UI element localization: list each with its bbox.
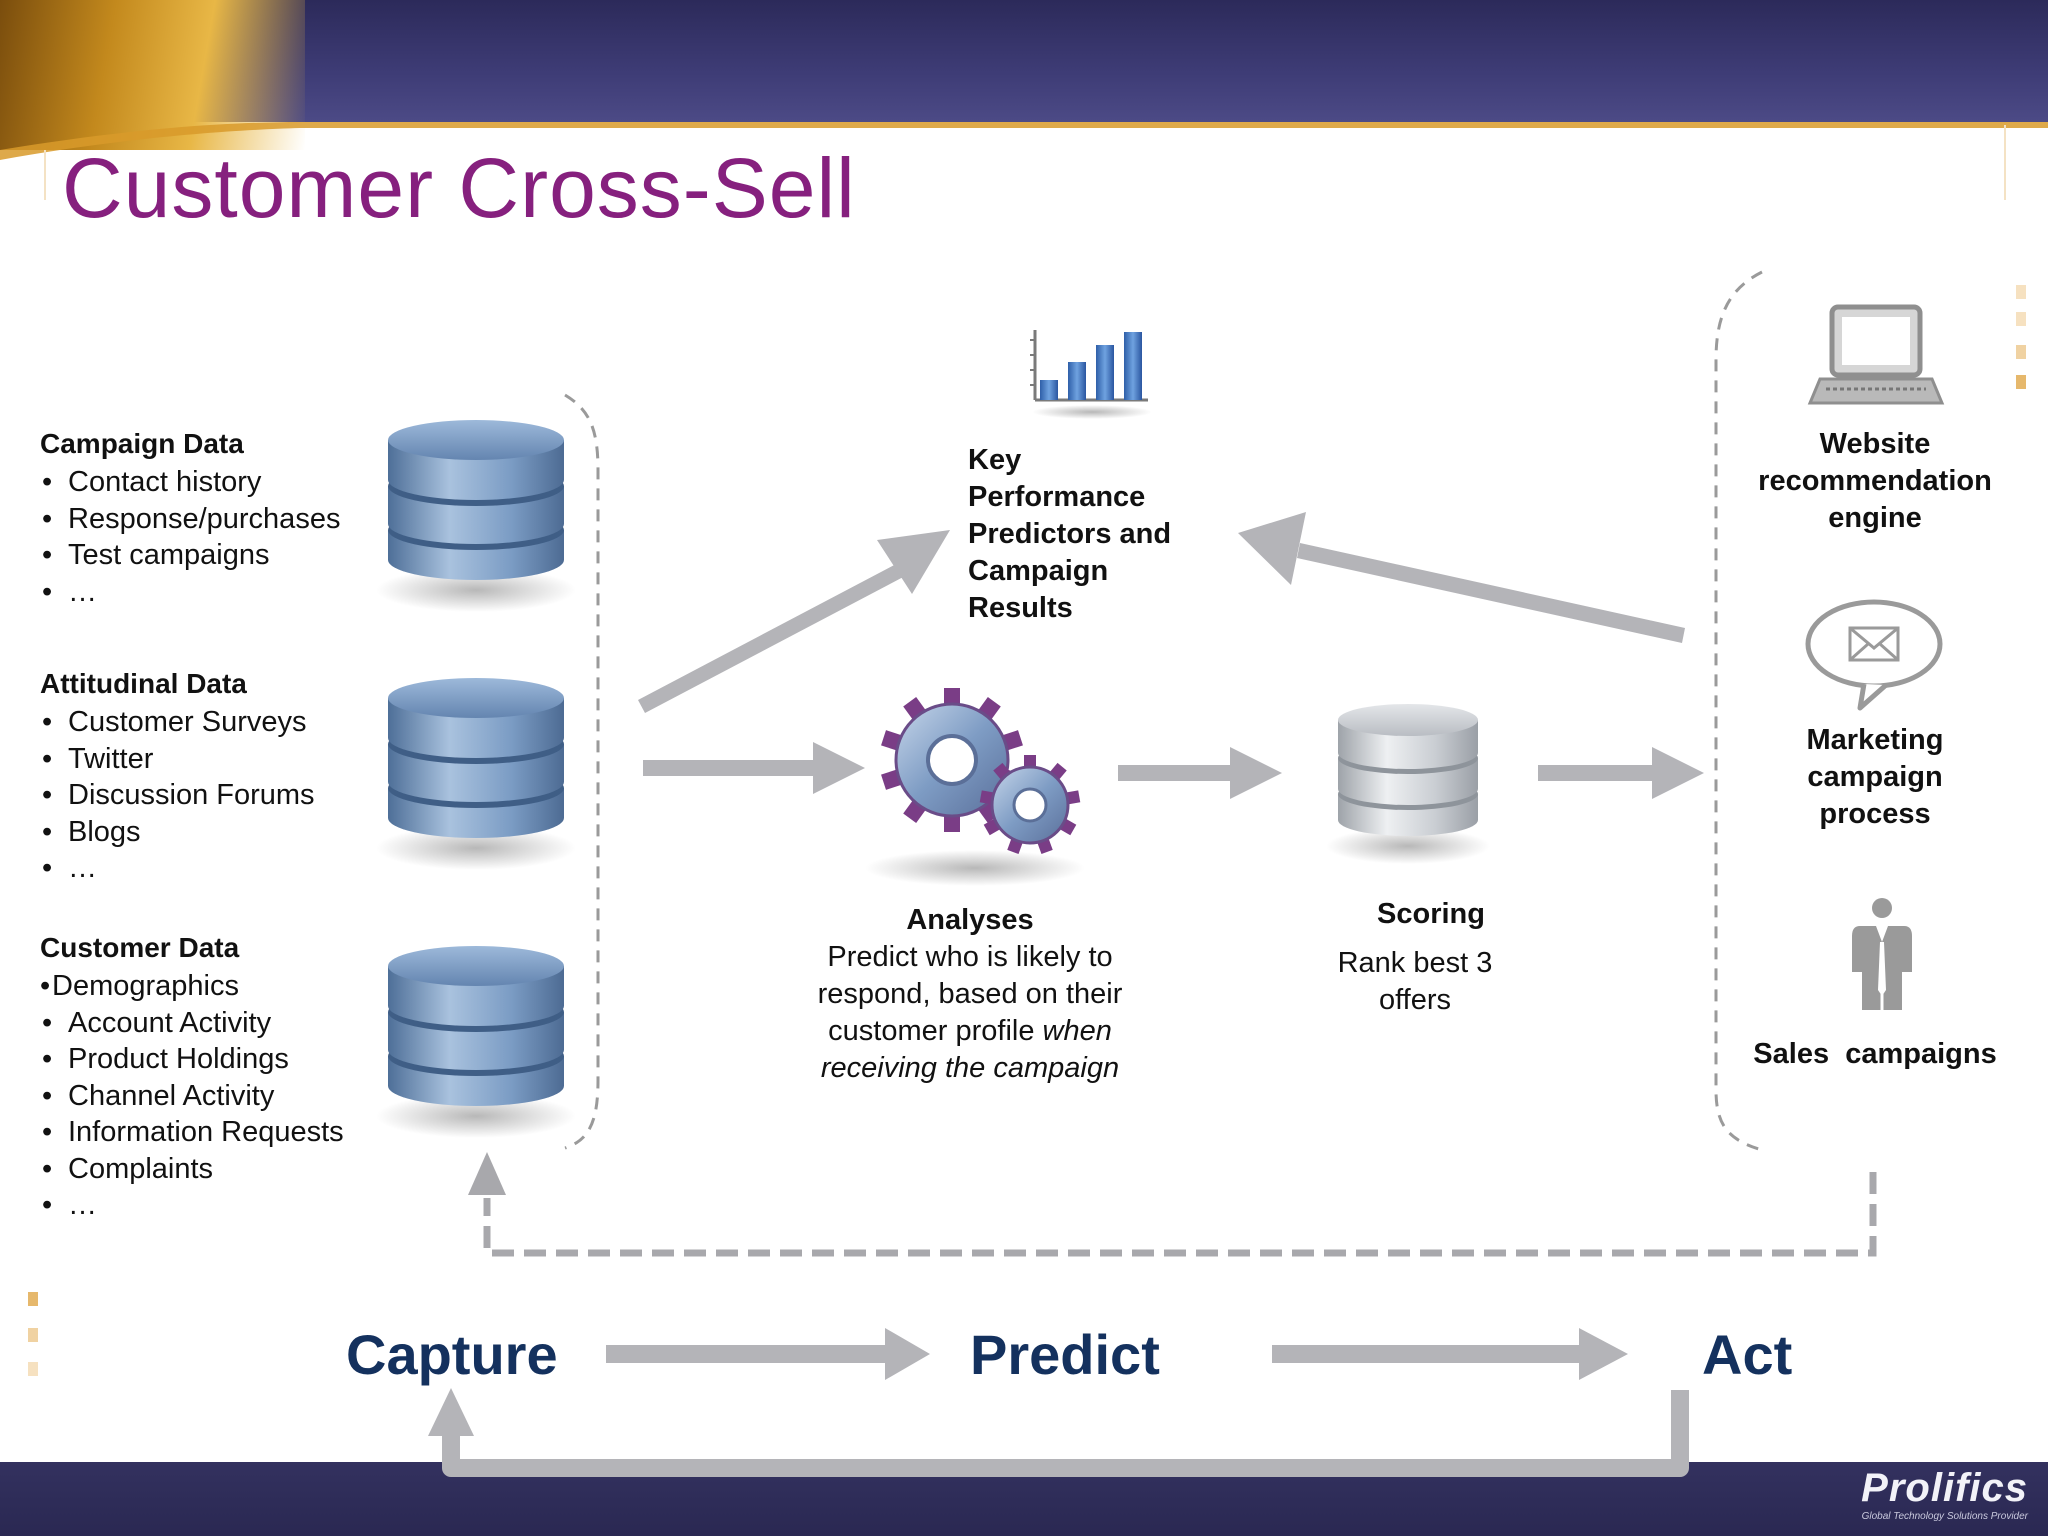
analyses-text-italic: when — [1042, 1015, 1112, 1047]
arrow-to-kpi — [638, 530, 950, 713]
analyses-text-line: respond, based on their — [817, 978, 1123, 1010]
list-item: … — [40, 574, 340, 611]
arrow-from-channels — [1238, 512, 1685, 643]
gears-icon — [865, 688, 1085, 886]
analyses-text-line: receiving the campaign — [820, 1052, 1120, 1084]
list-item: … — [40, 850, 315, 887]
source-heading: Customer Data — [40, 932, 240, 963]
source-customer-data: Customer Data Demographics Account Activ… — [40, 932, 344, 1224]
attitudinal-database-icon — [376, 678, 576, 870]
channel-sales-label: Sales campaigns — [1753, 1038, 1997, 1070]
list-item: Discussion Forums — [40, 777, 315, 814]
arrow-to-channels — [1538, 747, 1704, 799]
analyses-text-plain: customer profile — [828, 1015, 1043, 1047]
page-title: Customer Cross-Sell — [62, 141, 856, 235]
channels-bracket — [1714, 270, 1763, 1152]
kpi-label: Key Performance Predictors and Campaign … — [968, 444, 1172, 624]
arrow-capture-predict — [606, 1328, 930, 1380]
sources-bracket — [564, 393, 600, 1150]
mail-bubble-icon — [1805, 599, 1943, 711]
arrow-act-capture — [442, 1390, 1689, 1477]
list-item: Product Holdings — [40, 1041, 344, 1078]
scoring-text-line: offers — [1378, 984, 1451, 1016]
arrow-to-scoring — [1118, 747, 1282, 799]
header-swoosh — [0, 122, 2048, 200]
analyses-heading: Analyses — [906, 904, 1034, 936]
list-item: Test campaigns — [40, 537, 340, 574]
feedback-arrowhead — [468, 1152, 506, 1195]
list-item: … — [40, 1187, 344, 1224]
scoring-text-line: Rank best 3 — [1337, 947, 1493, 979]
person-icon — [1852, 898, 1912, 1010]
list-item: Information Requests — [40, 1114, 344, 1151]
source-heading: Campaign Data — [40, 428, 244, 459]
list-item: Blogs — [40, 814, 315, 851]
list-item: Account Activity — [40, 1005, 344, 1042]
list-item: Channel Activity — [40, 1078, 344, 1115]
analyses-block: Analyses Predict who is likely to respon… — [790, 902, 1150, 1087]
list-item: Complaints — [40, 1151, 344, 1188]
list-item: Demographics — [40, 968, 344, 1005]
source-heading: Attitudinal Data — [40, 668, 247, 699]
stage-act: Act — [1702, 1323, 1793, 1386]
arrow-predict-act — [1272, 1328, 1628, 1380]
arrow-act-capture-head — [428, 1388, 474, 1436]
customer-database-icon — [376, 946, 576, 1138]
channel-website-label: Website recommendation engine — [1758, 428, 1992, 534]
analyses-text-line: Predict who is likely to — [827, 941, 1113, 973]
source-attitudinal-data: Attitudinal Data Customer Surveys Twitte… — [40, 668, 315, 887]
scoring-block: Scoring Rank best 3 offers — [1290, 896, 1540, 1019]
scoring-database-icon — [1326, 704, 1490, 864]
analyses-text-line: customer profile when — [790, 1013, 1150, 1050]
logo-name: Prolifics — [1861, 1466, 2028, 1510]
channel-marketing-label: Marketing campaign process — [1806, 724, 1944, 830]
arrow-to-analyses — [643, 742, 865, 794]
stage-capture: Capture — [346, 1323, 558, 1386]
company-logo: Prolifics Global Technology Solutions Pr… — [1838, 1466, 2028, 1522]
source-campaign-data: Campaign Data Contact history Response/p… — [40, 428, 340, 610]
list-item: Customer Surveys — [40, 704, 315, 741]
feedback-loop — [483, 1172, 1877, 1257]
campaign-database-icon — [376, 420, 576, 612]
list-item: Response/purchases — [40, 501, 340, 538]
scoring-heading: Scoring — [1377, 898, 1485, 930]
list-item: Contact history — [40, 464, 340, 501]
header-band — [0, 0, 2048, 122]
list-item: Twitter — [40, 741, 315, 778]
laptop-icon — [1807, 304, 1945, 405]
logo-tagline: Global Technology Solutions Provider — [1861, 1511, 2028, 1522]
stage-predict: Predict — [970, 1323, 1160, 1386]
bar-chart-icon — [1030, 330, 1152, 419]
